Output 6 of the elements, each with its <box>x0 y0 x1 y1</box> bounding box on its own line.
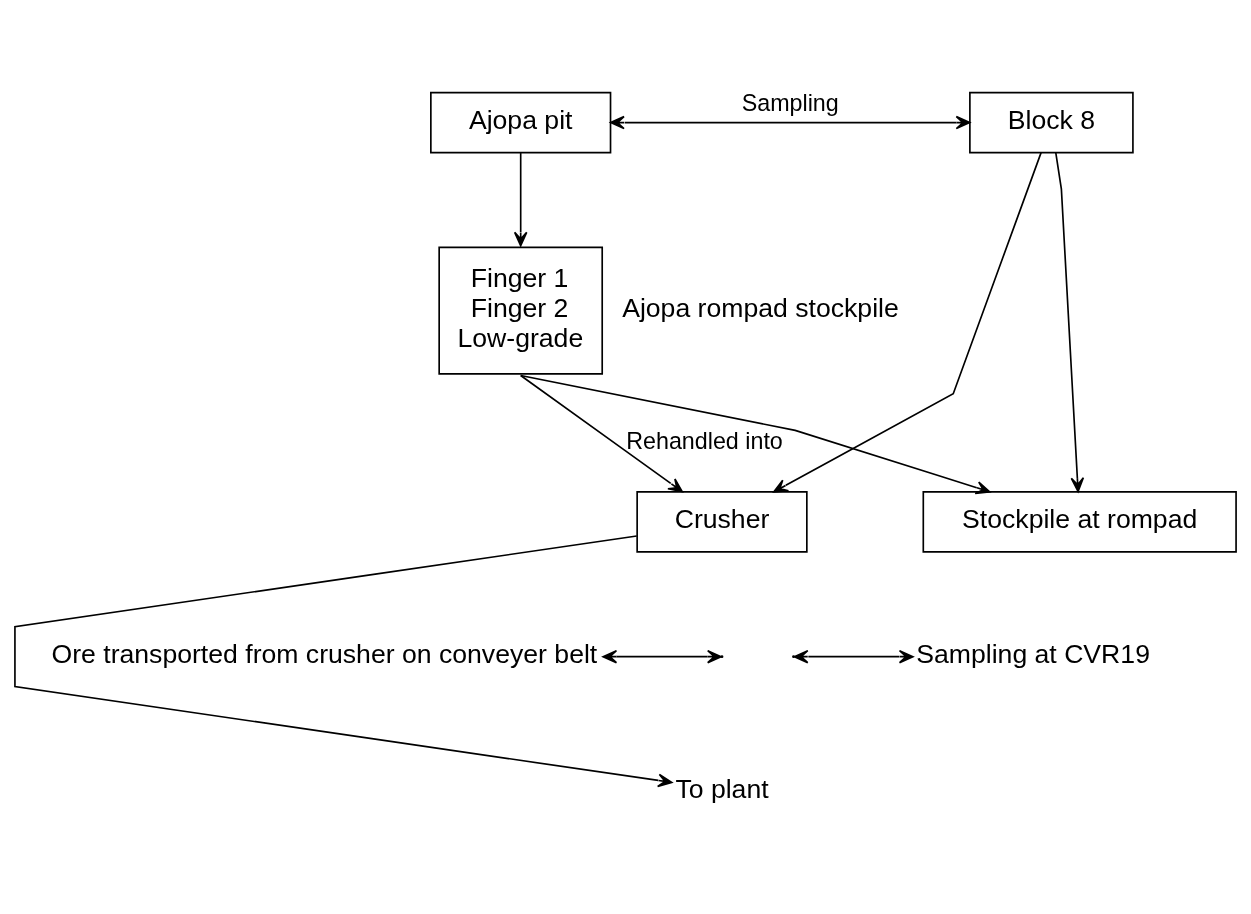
node-label: Ajopa rompad stockpile <box>622 292 899 323</box>
node-text: Ore transported from crusher on conveyer belt <box>51 638 598 669</box>
node-text: To plant <box>675 773 769 804</box>
edge-label: Sampling <box>741 90 839 117</box>
node-text: Sampling at CVR19 <box>916 638 1150 669</box>
edge-label: Rehandled into <box>626 428 783 455</box>
